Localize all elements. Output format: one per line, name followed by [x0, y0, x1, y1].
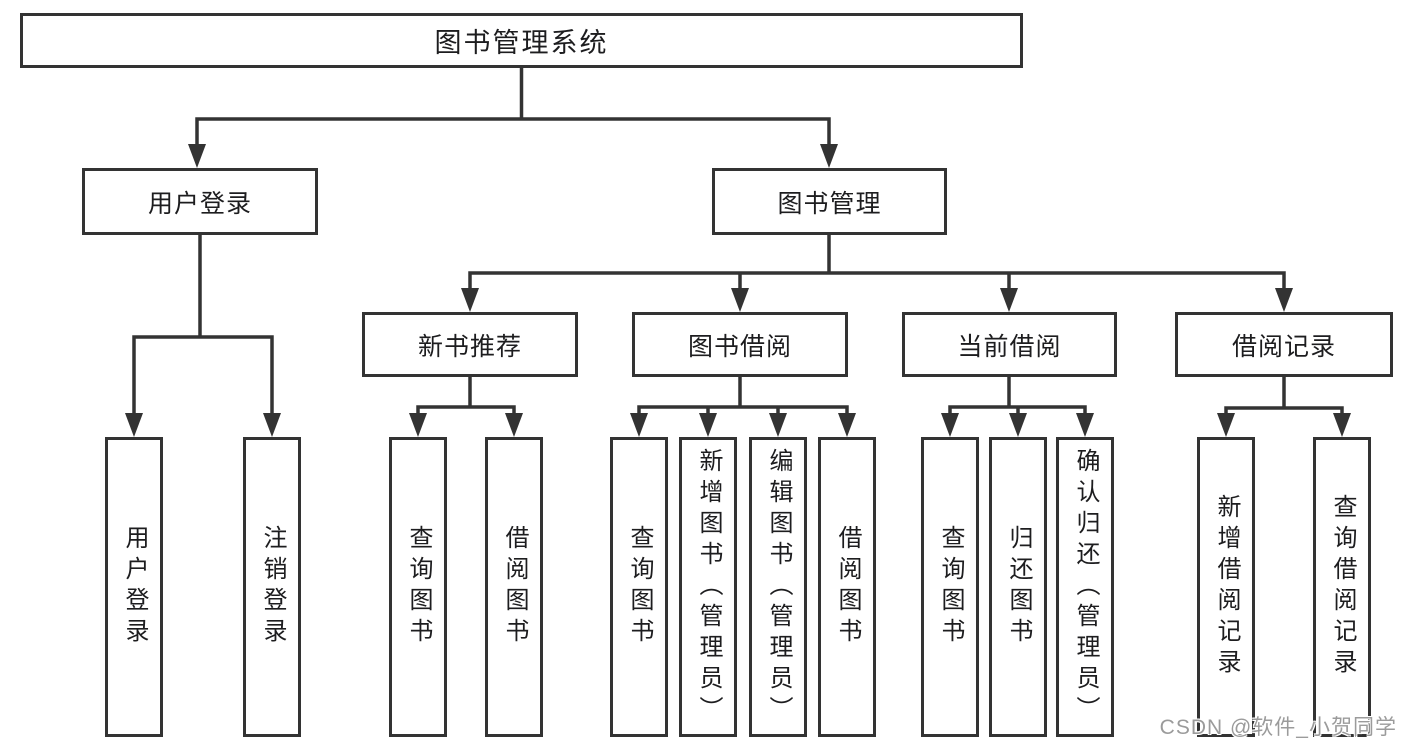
arrow-down-icon — [941, 413, 959, 437]
arrow-down-icon — [1000, 288, 1018, 312]
node-library-management-system: 图书管理系统 — [20, 13, 1023, 68]
arrow-down-icon — [263, 413, 281, 437]
csdn-watermark: CSDN @软件_小贺同学 — [1159, 716, 1397, 739]
arrow-down-icon — [769, 413, 787, 437]
arrow-down-icon — [505, 413, 523, 437]
leaf-add-books-admin: 新增图书（管理员） — [679, 437, 737, 737]
node-new-book-recommendation: 新书推荐 — [362, 312, 578, 377]
arrow-down-icon — [731, 288, 749, 312]
arrow-down-icon — [125, 413, 143, 437]
leaf-edit-books-admin: 编辑图书（管理员） — [749, 437, 807, 737]
arrow-down-icon — [409, 413, 427, 437]
arrow-down-icon — [838, 413, 856, 437]
node-user-login: 用户登录 — [82, 168, 318, 235]
arrow-down-icon — [1217, 413, 1235, 437]
leaf-user-login: 用户登录 — [105, 437, 163, 737]
leaf-query-books-1: 查询图书 — [389, 437, 447, 737]
arrow-down-icon — [1076, 413, 1094, 437]
leaf-return-books: 归还图书 — [989, 437, 1047, 737]
arrow-down-icon — [699, 413, 717, 437]
node-book-borrowing: 图书借阅 — [632, 312, 848, 377]
node-current-borrowing: 当前借阅 — [902, 312, 1117, 377]
node-borrowing-records: 借阅记录 — [1175, 312, 1393, 377]
leaf-query-borrow-record: 查询借阅记录 — [1313, 437, 1371, 737]
node-book-management: 图书管理 — [712, 168, 947, 235]
arrow-down-icon — [1333, 413, 1351, 437]
leaf-query-books-3: 查询图书 — [921, 437, 979, 737]
arrow-down-icon — [188, 144, 206, 168]
arrow-down-icon — [630, 413, 648, 437]
leaf-borrow-books-1: 借阅图书 — [485, 437, 543, 737]
leaf-logout: 注销登录 — [243, 437, 301, 737]
leaf-confirm-return-admin: 确认归还（管理员） — [1056, 437, 1114, 737]
arrow-down-icon — [1009, 413, 1027, 437]
arrow-down-icon — [461, 288, 479, 312]
leaf-borrow-books-2: 借阅图书 — [818, 437, 876, 737]
arrow-down-icon — [820, 144, 838, 168]
arrow-down-icon — [1275, 288, 1293, 312]
leaf-add-borrow-record: 新增借阅记录 — [1197, 437, 1255, 737]
arrowheads — [125, 144, 1351, 437]
leaf-query-books-2: 查询图书 — [610, 437, 668, 737]
